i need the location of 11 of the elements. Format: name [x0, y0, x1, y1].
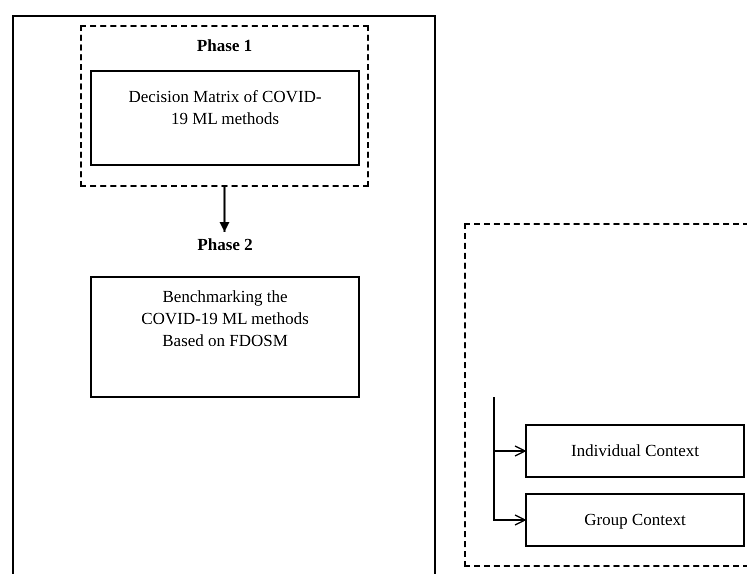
dashed-group-box: [80, 25, 369, 187]
phase-heading: Phase 2: [197, 234, 253, 256]
process-box: Benchmarking the COVID-19 ML methods Based on FDOSM: [90, 276, 360, 398]
arrow: [493, 397, 526, 526]
dashed-frame: [464, 223, 747, 567]
process-box: Group Context: [525, 493, 745, 547]
process-box: Individual Context: [525, 424, 745, 478]
process-box: Decision Matrix of COVID-19 ML methods: [90, 70, 360, 166]
arrow: [220, 187, 230, 232]
phase-heading: Phase 1: [196, 35, 252, 56]
outer-frame: [12, 15, 436, 574]
